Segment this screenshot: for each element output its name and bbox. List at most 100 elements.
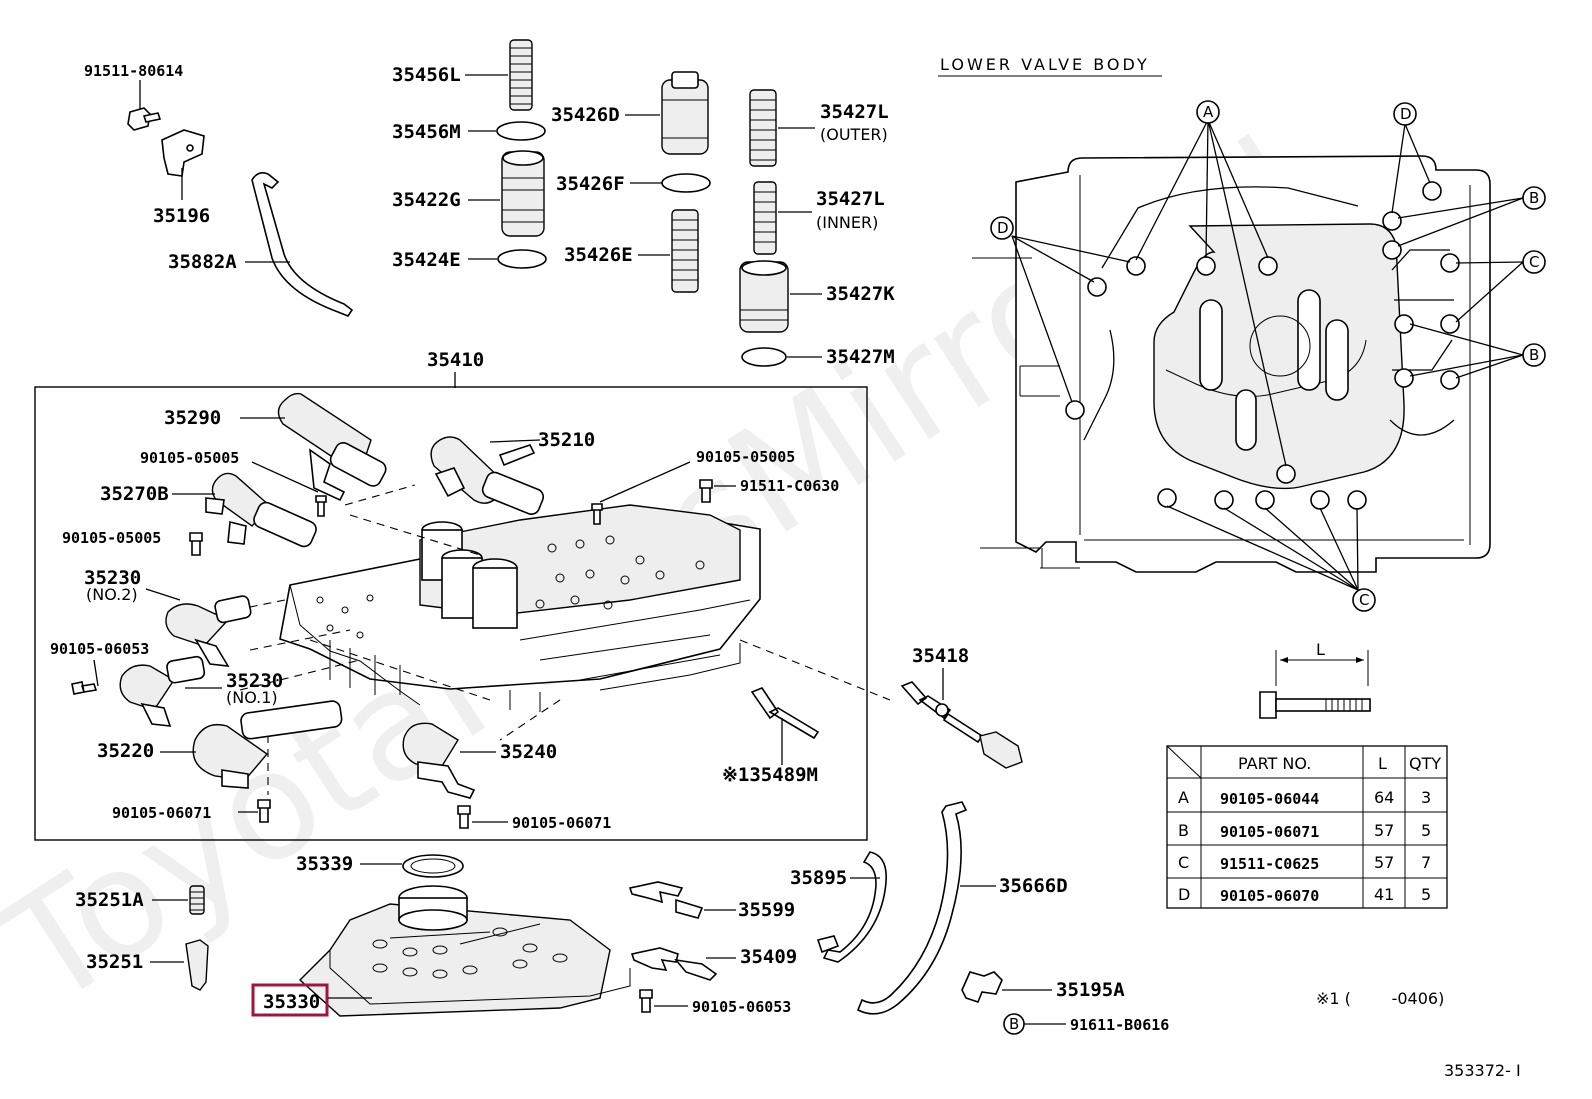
label-35220[interactable]: 35220: [97, 740, 154, 762]
table-row-l: 57: [1374, 853, 1394, 872]
figure-id: 353372- I: [1444, 1061, 1521, 1080]
label-35489M[interactable]: ※135489M: [722, 764, 818, 786]
part-35895-group: 35895: [790, 851, 887, 963]
part-90105-06053-a: 90105-06053: [50, 640, 149, 695]
label-35426F[interactable]: 35426F: [556, 173, 625, 195]
part-35330-group: 35330: [251, 885, 631, 1017]
part-35270B: 35270B: [100, 472, 317, 548]
part-35339-group: 35339: [296, 853, 464, 878]
table-row-part: 90105-06071: [1220, 823, 1319, 841]
label-90105-06071-b[interactable]: 90105-06071: [512, 814, 611, 832]
label-35426D[interactable]: 35426D: [551, 104, 620, 126]
part-91511-80614-group: 91511-80614 35196: [84, 62, 210, 227]
part-35230-no1: 35230 (NO.1): [119, 655, 283, 727]
label-35270B[interactable]: 35270B: [100, 483, 169, 505]
label-35426E[interactable]: 35426E: [564, 244, 633, 266]
table-header-part-no: PART NO.: [1238, 754, 1311, 773]
label-35339[interactable]: 35339: [296, 853, 353, 875]
part-35409-group: 35409: [630, 946, 797, 981]
label-35240[interactable]: 35240: [500, 741, 557, 763]
label-35882A[interactable]: 35882A: [168, 251, 237, 273]
table-row-l: 41: [1374, 885, 1394, 904]
part-35456M-group: 35456M: [392, 121, 546, 143]
label-35230-no1[interactable]: 35230: [226, 670, 283, 692]
callout-d-left: D: [997, 219, 1009, 237]
part-35882A-group: 35882A: [168, 172, 354, 317]
label-91511-80614[interactable]: 91511-80614: [84, 62, 183, 80]
part-35230-no2: 35230 (NO.2): [84, 567, 252, 667]
label-90105-06053-b[interactable]: 90105-06053: [692, 998, 791, 1016]
label-35422G[interactable]: 35422G: [392, 189, 461, 211]
label-90105-05005-c[interactable]: 90105-05005: [62, 529, 161, 547]
valve-body-assembly-group: 35410 35290: [34, 349, 891, 841]
label-35599[interactable]: 35599: [738, 899, 795, 921]
label-35424E[interactable]: 35424E: [392, 249, 461, 271]
table-row-l: 64: [1374, 788, 1394, 807]
label-35427L-inner-note: (INNER): [816, 213, 878, 232]
part-90105-05005-b: 90105-05005: [591, 448, 795, 525]
table-row-key: C: [1178, 853, 1189, 872]
label-35409[interactable]: 35409: [740, 946, 797, 968]
table-row-qty: 7: [1421, 853, 1431, 872]
highlight-box-35330: [251, 983, 329, 1017]
bolt-length-label: L: [1316, 640, 1325, 659]
label-91611-B0616[interactable]: 91611-B0616: [1070, 1016, 1169, 1034]
label-35456M[interactable]: 35456M: [392, 121, 461, 143]
label-35427K[interactable]: 35427K: [826, 283, 895, 305]
label-35895[interactable]: 35895: [790, 867, 847, 889]
label-35427L-outer[interactable]: 35427L: [820, 101, 889, 123]
label-35427M[interactable]: 35427M: [826, 346, 895, 368]
table-row-part: 90105-06070: [1220, 887, 1319, 905]
label-90105-06071-a[interactable]: 90105-06071: [112, 804, 211, 822]
callout-b-top: B: [1529, 189, 1539, 207]
label-91511-C0630[interactable]: 91511-C0630: [740, 477, 839, 495]
part-35426E-group: 35426E: [564, 209, 699, 293]
label-35290[interactable]: 35290: [164, 407, 221, 429]
callout-b-small: B: [1009, 1015, 1019, 1033]
part-35427M-group: 35427M: [741, 346, 895, 368]
part-35251A-group: 35251A: [75, 885, 205, 915]
part-35210: 35210: [430, 429, 595, 515]
part-35251-group: 35251: [86, 939, 209, 991]
label-35251A[interactable]: 35251A: [75, 889, 144, 911]
label-35195A[interactable]: 35195A: [1056, 979, 1125, 1001]
label-90105-05005-a[interactable]: 90105-05005: [140, 449, 239, 467]
part-35599-group: 35599: [628, 881, 795, 921]
callout-b-right: B: [1529, 346, 1539, 364]
callout-c-right: C: [1529, 253, 1539, 271]
label-35410[interactable]: 35410: [427, 349, 484, 371]
part-90105-06071-b: 90105-06071: [457, 805, 611, 832]
part-35240: 35240: [402, 722, 557, 799]
part-90105-05005-a: 90105-05005: [140, 449, 327, 517]
table-row-l: 57: [1374, 821, 1394, 840]
table-row-key: A: [1178, 788, 1189, 807]
footnote: ※1 ( -0406): [1316, 989, 1444, 1008]
part-35427K-group: 35427K: [739, 260, 895, 333]
part-90105-06053-b: 90105-06053: [639, 989, 791, 1016]
part-35456L-group: 35456L: [392, 39, 533, 111]
table-row-qty: 5: [1421, 821, 1431, 840]
label-35330[interactable]: 35330: [263, 991, 320, 1013]
label-35196[interactable]: 35196: [153, 205, 210, 227]
label-35666D[interactable]: 35666D: [999, 875, 1068, 897]
label-35427L-inner[interactable]: 35427L: [816, 188, 885, 210]
part-35427L-outer-group: 35427L (OUTER): [749, 89, 889, 167]
label-35230-no2-note: (NO.2): [86, 585, 138, 604]
part-91611-B0616-group: B 91611-B0616: [1003, 1013, 1169, 1035]
table-row-qty: 3: [1421, 788, 1431, 807]
label-35210[interactable]: 35210: [538, 429, 595, 451]
bolt-dimension-figure: L: [1259, 640, 1371, 719]
section-title: LOWER VALVE BODY: [940, 55, 1150, 74]
label-35456L[interactable]: 35456L: [392, 64, 461, 86]
lower-valve-body-view: LOWER VALVE BODY: [938, 55, 1546, 612]
label-35418[interactable]: 35418: [912, 645, 969, 667]
table-row-key: B: [1178, 821, 1189, 840]
label-90105-05005-b[interactable]: 90105-05005: [696, 448, 795, 466]
part-35422G-group: 35422G: [392, 150, 545, 237]
part-35426F-group: 35426F: [556, 173, 711, 195]
label-90105-06053-a[interactable]: 90105-06053: [50, 640, 149, 658]
label-35230-no2[interactable]: 35230: [84, 567, 141, 589]
part-35290: 35290: [164, 392, 387, 502]
label-35251[interactable]: 35251: [86, 951, 143, 973]
